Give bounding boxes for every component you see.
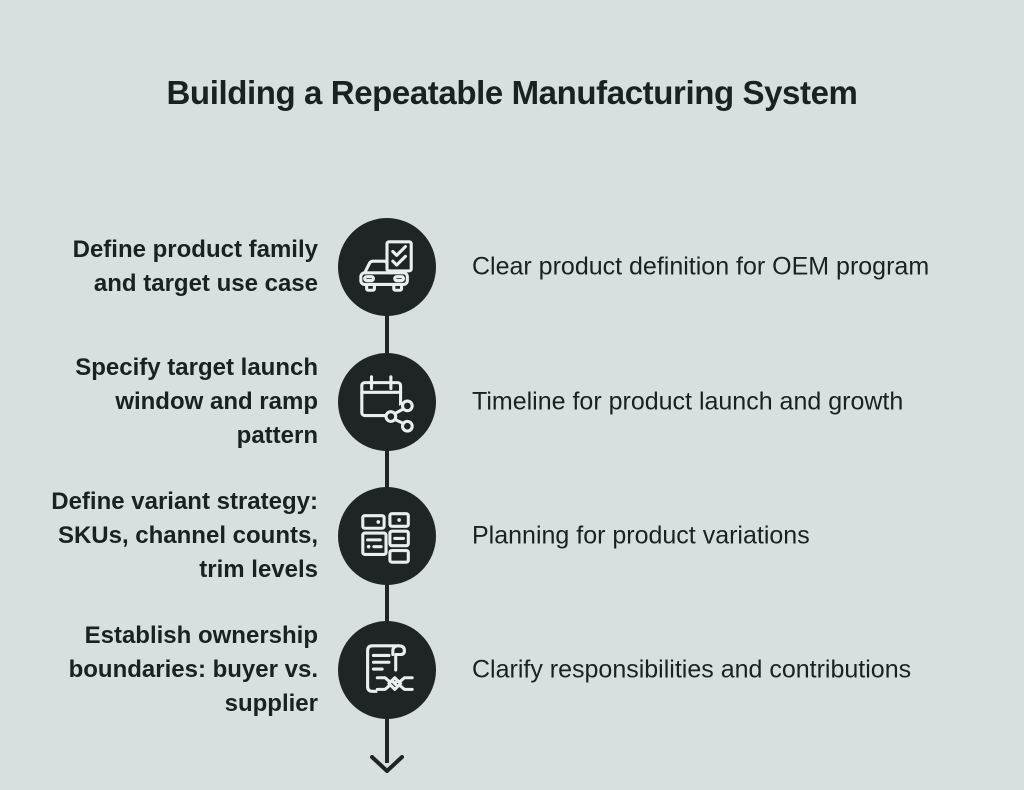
step-label: Establish ownership boundaries: buyer vs… xyxy=(68,622,318,717)
step-description: Clarify responsibilities and contributio… xyxy=(472,655,912,684)
step-label: Define product family and target use cas… xyxy=(72,236,318,297)
step-label: Specify target launch window and ramp pa… xyxy=(75,354,318,449)
step-icon-circle xyxy=(338,353,436,451)
step-description: Planning for product variations xyxy=(472,521,810,550)
page-title: Building a Repeatable Manufacturing Syst… xyxy=(166,74,858,111)
step-description: Clear product definition for OEM program xyxy=(472,252,930,281)
step-icon-circle xyxy=(338,621,436,719)
step-icon-circle xyxy=(338,487,436,585)
down-arrow-icon xyxy=(370,755,404,773)
variant-cards-icon xyxy=(361,512,410,564)
car-checklist-icon xyxy=(359,240,413,292)
step-label: Define variant strategy: SKUs, channel c… xyxy=(51,488,318,583)
step-icon-circle xyxy=(338,218,436,316)
contract-handshake-icon xyxy=(366,644,414,694)
step-description: Timeline for product launch and growth xyxy=(472,387,904,416)
calendar-share-icon xyxy=(360,375,414,433)
